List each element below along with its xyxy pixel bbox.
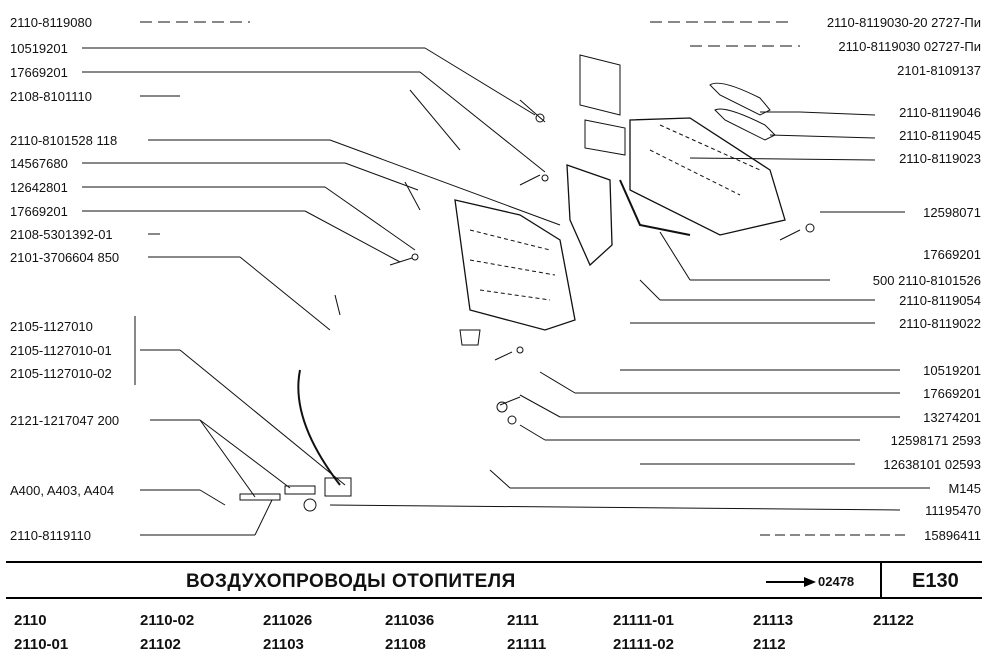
model-code: 21111-02 [613, 636, 674, 653]
left-part-label-4: 2110-8101528 118 [10, 133, 117, 148]
model-code: 21108 [385, 636, 426, 653]
sheet-number: Е130 [912, 570, 959, 592]
right-part-label-10: 2110-8119022 [899, 316, 981, 331]
right-part-label-16: М145 [948, 481, 981, 496]
right-part-label-15: 12638101 02593 [883, 457, 981, 472]
vertical-divider [880, 563, 882, 597]
right-part-label-7: 17669201 [923, 247, 981, 262]
left-part-label-15: 2110-8119110 [10, 528, 91, 543]
title-band: ВОЗДУХОПРОВОДЫ ОТОПИТЕЛЯ 02478 Е130 [6, 561, 982, 599]
left-part-label-5: 14567680 [10, 156, 68, 171]
arrow-right-icon [766, 577, 816, 587]
model-code: 21111-01 [613, 612, 674, 629]
model-code: 21103 [263, 636, 304, 653]
model-code: 211036 [385, 612, 435, 629]
left-part-label-2: 17669201 [10, 65, 68, 80]
exploded-parts-drawing: 2110-8119080 10519201 17669201 2108-8101110… [10, 15, 981, 543]
model-code: 2110-02 [140, 612, 195, 629]
right-part-label-4: 2110-8119045 [899, 128, 981, 143]
model-code: 2111 [507, 612, 539, 629]
left-part-label-12: 2105-1127010-02 [10, 366, 112, 381]
model-code: 2110-01 [14, 636, 69, 653]
left-part-label-6: 12642801 [10, 180, 68, 195]
left-part-label-10: 2105-1127010 [10, 319, 93, 334]
left-part-label-8: 2108-5301392-01 [10, 227, 113, 242]
left-part-label-1: 10519201 [10, 41, 68, 56]
model-code: 21113 [753, 612, 794, 629]
right-part-label-2: 2101-8109137 [897, 63, 981, 78]
left-part-label-3: 2108-8101110 [10, 89, 92, 104]
model-code: 2110 [14, 612, 47, 629]
model-code: 21122 [873, 612, 914, 629]
right-part-label-14: 12598171 2593 [891, 433, 981, 448]
right-part-label-1: 2110-8119030 02727-Пи [838, 39, 981, 54]
left-part-label-14: A400, A403, A404 [10, 483, 114, 498]
page-title: ВОЗДУХОПРОВОДЫ ОТОПИТЕЛЯ [186, 571, 516, 592]
left-part-label-11: 2105-1127010-01 [10, 343, 112, 358]
right-part-label-8: 500 2110-8101526 [873, 273, 981, 288]
model-code: 21111 [507, 636, 547, 653]
right-part-label-18: 15896411 [924, 528, 981, 543]
model-code: 2112 [753, 636, 786, 653]
right-part-label-11: 10519201 [923, 363, 981, 378]
right-part-label-17: 11195470 [925, 503, 981, 518]
model-code: 211026 [263, 612, 313, 629]
right-part-label-5: 2110-8119023 [899, 151, 981, 166]
right-part-label-9: 2110-8119054 [899, 293, 981, 308]
right-part-label-0: 2110-8119030-20 2727-Пи [827, 15, 981, 30]
right-part-label-12: 17669201 [923, 386, 981, 401]
model-code: 21102 [140, 636, 181, 653]
left-part-label-0: 2110-8119080 [10, 15, 92, 30]
left-part-label-13: 2121-1217047 200 [10, 413, 119, 428]
right-part-label-3: 2110-8119046 [899, 105, 981, 120]
right-part-label-13: 13274201 [923, 410, 981, 425]
reference-code: 02478 [818, 574, 855, 589]
left-part-label-9: 2101-3706604 850 [10, 250, 119, 265]
left-part-label-7: 17669201 [10, 204, 68, 219]
right-part-label-6: 12598071 [923, 205, 981, 220]
